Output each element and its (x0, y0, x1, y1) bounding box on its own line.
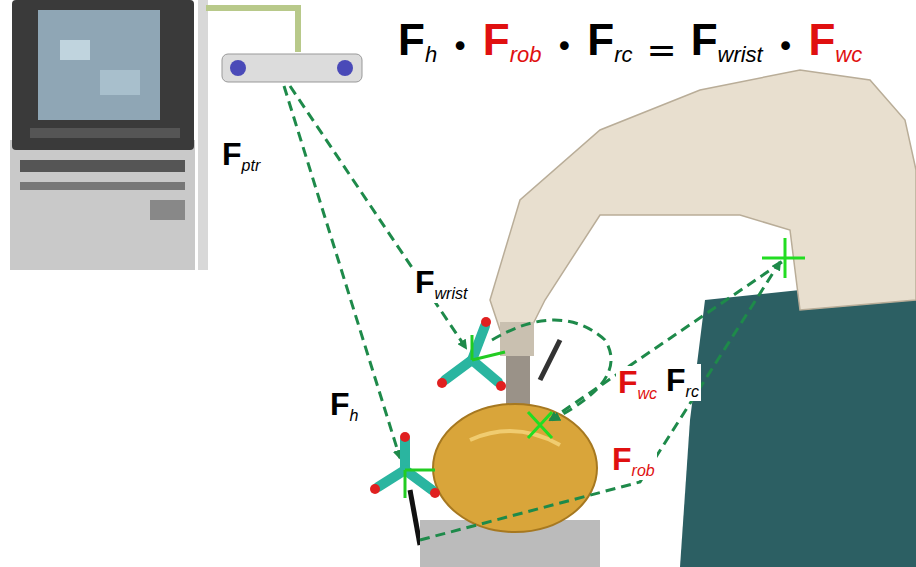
figure-circle (230, 60, 246, 76)
figure-line (405, 470, 432, 490)
figure-path (410, 490, 420, 545)
navigation-cart (10, 0, 195, 270)
figure-g (445, 326, 498, 382)
head-phantom (410, 404, 600, 567)
figure-rect (20, 160, 185, 172)
figure-line (471, 335, 474, 360)
figure-ellipse (433, 404, 597, 532)
figure-line (405, 469, 435, 472)
figure-rect (20, 182, 185, 190)
equation-operator: • (556, 18, 574, 62)
figure-line (284, 86, 400, 458)
equation-operator: • (451, 18, 469, 62)
figure-rect (10, 140, 195, 270)
equation-operator: = (646, 18, 676, 68)
figure-circle (370, 484, 380, 494)
figure-rect (506, 356, 530, 406)
figure-circle (496, 381, 506, 391)
equation-operator: • (777, 18, 795, 62)
figure-rect (38, 10, 160, 120)
figure-rect (100, 70, 140, 95)
figure-circle (481, 317, 491, 327)
figure-path (492, 320, 611, 420)
figure-line (472, 352, 505, 360)
equation-term: Fh (398, 18, 437, 69)
figure-line (290, 86, 466, 348)
frame-equation: Fh • Frob • Frc = Fwrist • Fwc (398, 18, 862, 69)
figure-rect (12, 0, 194, 150)
equation-term: Fwrist (691, 18, 763, 69)
figure-circle (430, 488, 440, 498)
figure-g (472, 335, 505, 360)
figure-path (680, 280, 916, 567)
dashed-transforms (284, 86, 782, 540)
frame-label: Frob (610, 443, 657, 480)
head-marker (370, 432, 440, 498)
frame-label: Fwc (616, 366, 659, 403)
equation-term: Fwc (808, 18, 862, 69)
frame-label: Fh (328, 388, 360, 425)
figure-line (528, 412, 552, 438)
frame-label: Fwrist (413, 266, 469, 303)
figure-line (472, 360, 498, 382)
wrist-marker (437, 317, 506, 391)
figure-line (528, 412, 552, 438)
figure-rect (198, 0, 208, 270)
figure-rect (222, 54, 362, 82)
figure-line (784, 238, 787, 278)
frame-label: Frc (664, 364, 701, 401)
camera-pole (198, 0, 362, 270)
figure-path (420, 262, 780, 540)
figure-line (445, 360, 472, 380)
figure-path (490, 70, 916, 330)
figure-line (550, 262, 782, 420)
figure-circle (337, 60, 353, 76)
figure-line (472, 326, 485, 360)
figure-rect (150, 200, 185, 220)
equation-term: Frc (587, 18, 632, 69)
figure-rect (30, 128, 180, 138)
figure-rect (60, 40, 90, 60)
figure-circle (437, 378, 447, 388)
figure-rect (500, 322, 534, 356)
figure-circle (400, 432, 410, 442)
coordinate-frames (528, 238, 805, 438)
equation-term: Frob (483, 18, 542, 69)
figure-line (540, 340, 560, 380)
figure-line (404, 470, 407, 498)
frame-label: Fptr (220, 138, 262, 175)
figure-path (206, 8, 298, 52)
